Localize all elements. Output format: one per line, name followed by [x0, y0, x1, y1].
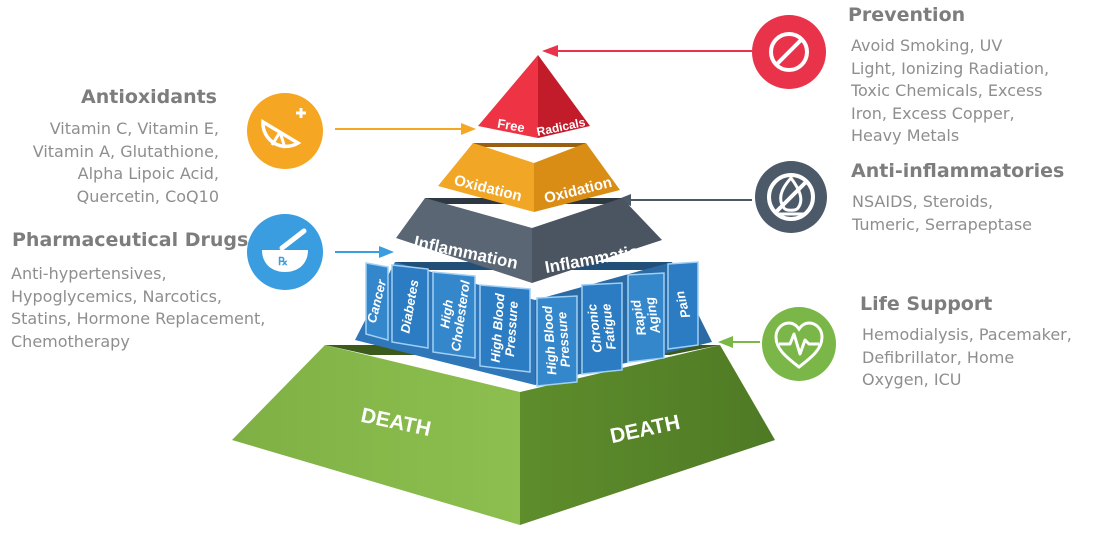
- svg-text:℞: ℞: [278, 256, 288, 268]
- arrow-pharmaceutical: [335, 246, 394, 258]
- disease-panel: [581, 282, 623, 375]
- antioxidants-line: Vitamin C, Vitamin E,: [49, 119, 219, 138]
- heart-monitor-icon: [774, 321, 824, 369]
- life-support-title: Life Support: [860, 293, 993, 315]
- antioxidants-badge: [247, 93, 323, 169]
- mortar-pestle-icon: ℞: [262, 228, 308, 272]
- antioxidants-line: Alpha Lipoic Acid,: [77, 164, 219, 183]
- antioxidants-title: Antioxidants: [81, 86, 217, 108]
- antioxidants-line: Quercetin, CoQ10: [76, 186, 219, 206]
- pyramid-level-inflammation: Inflammation Inflammation: [396, 198, 662, 283]
- life-support-line: Defibrillator, Home: [862, 347, 1015, 367]
- pharmaceutical-line: Anti-hypertensives,: [11, 264, 167, 283]
- pharmaceutical-text: Anti-hypertensives, Hypoglycemics, Narco…: [11, 263, 265, 353]
- life-support-badge: [762, 307, 836, 381]
- anti-inflammatories-title: Anti-inflammatories: [851, 160, 1065, 182]
- disease-label: ChronicFatigue: [584, 301, 619, 354]
- disease-label: High BloodPressure: [540, 303, 574, 375]
- anti-inflammatories-line: Tumeric, Serrapeptase: [852, 214, 1032, 234]
- antioxidants-line: Vitamin A, Glutathione,: [32, 141, 219, 161]
- citrus-slice-icon: [261, 108, 306, 149]
- pharmaceutical-line: Chemotherapy: [11, 331, 130, 351]
- arrow-anti-inflammatories: [616, 194, 752, 206]
- arrow-antioxidants: [335, 123, 476, 135]
- disease-panel: [479, 284, 531, 373]
- anti-inflammatories-text: NSAIDS, Steroids, Tumeric, Serrapeptase: [852, 191, 1032, 236]
- disease-label: High BloodPressure: [488, 292, 522, 364]
- life-support-text: Hemodialysis, Pacemaker, Defibrillator, …: [862, 324, 1072, 392]
- free-label: Free: [496, 116, 526, 136]
- disease-label: Pain: [672, 289, 693, 319]
- prevention-text: Avoid Smoking, UV Light, Ionizing Radiat…: [851, 35, 1049, 148]
- prevention-title: Prevention: [848, 4, 966, 26]
- prevention-line: Iron, Excess Copper,: [851, 103, 1015, 123]
- prevention-line: Avoid Smoking, UV: [851, 36, 1003, 55]
- no-fire-icon: [767, 173, 815, 221]
- disease-label: RapidAging: [628, 295, 663, 338]
- arrow-prevention: [542, 45, 752, 57]
- pharmaceutical-badge: ℞: [247, 214, 323, 290]
- pharmaceutical-title: Pharmaceutical Drugs: [12, 229, 249, 251]
- disease-panel: [365, 262, 389, 341]
- disease-panel: [536, 295, 578, 387]
- anti-inflammatories-badge: [755, 161, 827, 233]
- prevention-line: Toxic Chemicals, Excess: [851, 81, 1043, 100]
- arrow-life-support: [718, 336, 760, 348]
- life-support-line: Hemodialysis, Pacemaker,: [862, 325, 1072, 344]
- pharmaceutical-line: Hypoglycemics, Narcotics,: [11, 286, 223, 306]
- disease-panel: [667, 261, 699, 350]
- antioxidants-text: Vitamin C, Vitamin E, Vitamin A, Glutath…: [33, 118, 219, 208]
- life-support-line: Oxygen, ICU: [862, 370, 962, 389]
- prevention-badge: [752, 15, 826, 89]
- pharmaceutical-line: Statins, Hormone Replacement,: [11, 309, 266, 328]
- disease-panel: [391, 264, 429, 349]
- prevention-line: Light, Ionizing Radiation,: [851, 58, 1050, 78]
- prevention-line: Heavy Metals: [851, 126, 960, 145]
- no-entry-icon: [769, 32, 809, 72]
- anti-inflammatories-line: NSAIDS, Steroids,: [852, 192, 994, 211]
- disease-panel: [432, 271, 476, 359]
- disease-panel: [627, 272, 665, 363]
- pyramid-level-free-radicals: Free Radicals: [478, 55, 590, 139]
